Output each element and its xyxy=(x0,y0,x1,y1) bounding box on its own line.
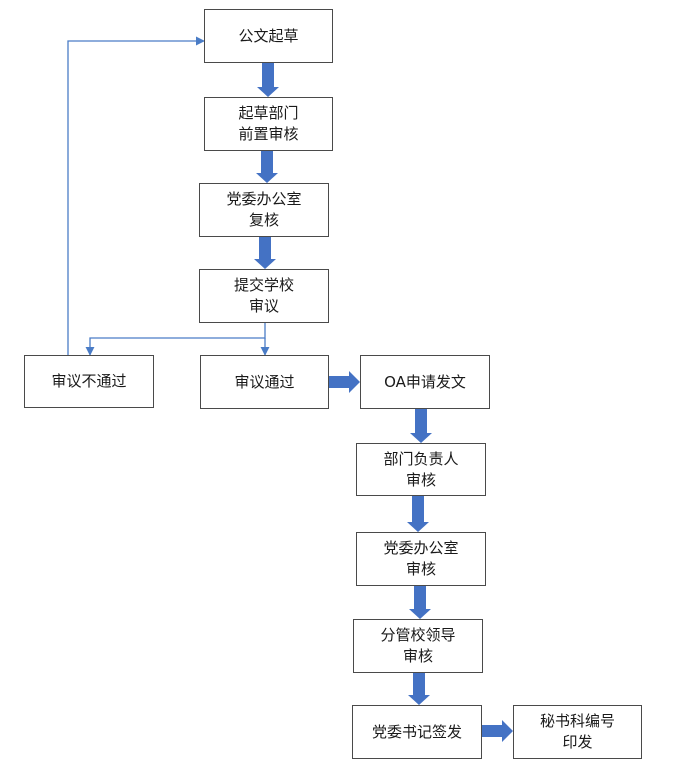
node-approved-line-1: 审议通过 xyxy=(234,372,295,391)
node-secretariat-issue-line-1: 秘书科编号 xyxy=(539,712,615,730)
node-leader-review[interactable]: 分管校领导 审核 xyxy=(353,619,483,673)
node-approved[interactable]: 审议通过 xyxy=(200,355,329,409)
node-office-recheck-line-2: 复核 xyxy=(248,211,279,229)
arrow-office-review-to-leader xyxy=(409,586,431,619)
arrow-approved-to-oa xyxy=(329,371,360,393)
arrow-office-recheck-to-submit xyxy=(254,237,276,269)
node-dept-pre-review[interactable]: 起草部门 前置审核 xyxy=(204,97,333,151)
arrow-leader-to-secretary xyxy=(408,673,430,705)
node-office-review-line-1: 党委办公室 xyxy=(383,539,459,557)
arrow-dept-head-to-office-review xyxy=(407,496,429,532)
node-submit-school[interactable]: 提交学校 审议 xyxy=(199,269,329,323)
node-office-review[interactable]: 党委办公室 审核 xyxy=(356,532,486,586)
node-dept-pre-review-line-2: 前置审核 xyxy=(238,125,299,143)
node-rejected[interactable]: 审议不通过 xyxy=(24,355,154,408)
node-submit-school-line-2: 审议 xyxy=(248,297,279,315)
node-dept-head-review-line-2: 审核 xyxy=(405,470,436,489)
node-dept-pre-review-line-1: 起草部门 xyxy=(238,104,299,122)
node-leader-review-line-2: 审核 xyxy=(402,647,433,665)
node-secretariat-issue[interactable]: 秘书科编号 印发 xyxy=(513,705,642,759)
node-office-recheck-line-1: 党委办公室 xyxy=(226,190,302,208)
arrow-draft-to-dept-review xyxy=(257,63,279,97)
arrow-secretary-to-secretariat xyxy=(482,720,513,742)
node-dept-head-review-line-1: 部门负责人 xyxy=(383,449,459,468)
node-office-review-line-2: 审核 xyxy=(405,560,436,578)
node-draft-line-1: 公文起草 xyxy=(238,26,299,45)
arrow-dept-review-to-office-recheck xyxy=(256,151,278,183)
node-office-recheck[interactable]: 党委办公室 复核 xyxy=(199,183,329,237)
node-submit-school-line-1: 提交学校 xyxy=(233,276,294,294)
node-secretariat-issue-line-2: 印发 xyxy=(562,733,593,751)
node-leader-review-line-1: 分管校领导 xyxy=(380,626,456,644)
node-secretary-sign-line-1: 党委书记签发 xyxy=(371,722,462,741)
node-rejected-line-1: 审议不通过 xyxy=(51,372,127,390)
arrow-oa-to-dept-head xyxy=(410,409,432,443)
line-submit-to-rejected xyxy=(85,323,266,356)
line-rejected-back-to-draft xyxy=(67,36,205,355)
node-draft[interactable]: 公文起草 xyxy=(204,9,333,63)
node-dept-head-review[interactable]: 部门负责人 审核 xyxy=(356,443,486,496)
node-oa-apply-line-1: OA申请发文 xyxy=(384,372,466,391)
node-secretary-sign[interactable]: 党委书记签发 xyxy=(352,705,482,759)
node-oa-apply[interactable]: OA申请发文 xyxy=(360,355,490,409)
